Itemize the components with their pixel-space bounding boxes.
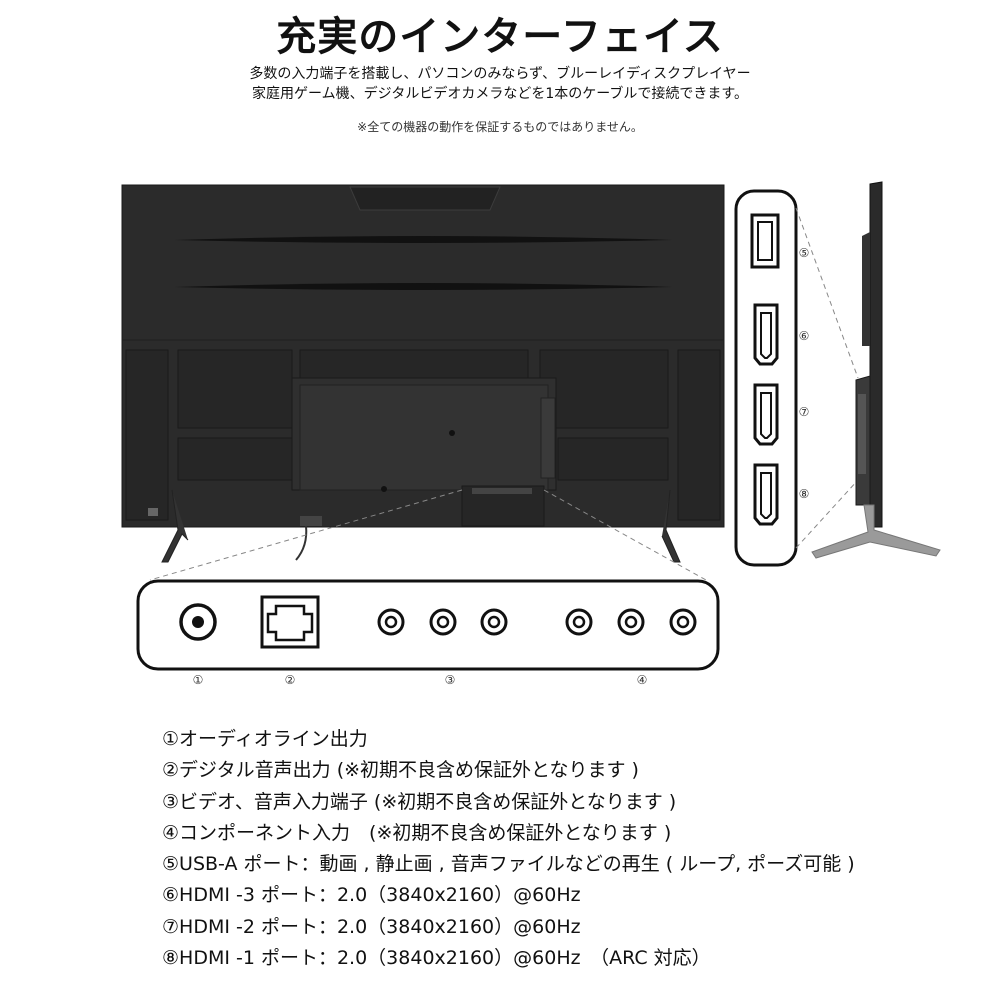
usb-a-port <box>750 213 780 269</box>
disclaimer-note: ※全ての機器の動作を保証するものではありません。 <box>357 120 643 134</box>
legend-item-hdmi-3: ⑥HDMI -3 ポート：2.0（3840x2160）@60Hz <box>162 884 581 907</box>
port-label-1: ① <box>193 673 204 687</box>
legend-item-av-input: ③ビデオ、音声入力端子 (※初期不良含め保証外となります ) <box>162 790 677 813</box>
hdmi-1-port <box>753 463 779 526</box>
port-label-5: ⑤ <box>799 246 810 260</box>
page-title: 充実のインターフェイス <box>276 14 724 60</box>
optical-digital-port <box>260 595 320 649</box>
bottom-port-panel <box>136 579 720 671</box>
side-port-panel <box>734 189 798 567</box>
port-label-4: ④ <box>637 673 648 687</box>
port-legend: ①オーディオライン出力 ②デジタル音声出力 (※初期不良含め保証外となります )… <box>162 724 855 974</box>
legend-item-usb: ⑤USB-A ポート：動画 , 静止画 , 音声ファイルなどの再生 ( ループ,… <box>162 853 855 876</box>
description-line-1: 多数の入力端子を搭載し、パソコンのみならず、ブルーレイディスクプレイヤー <box>249 66 751 82</box>
audio-line-out-port <box>179 603 217 641</box>
hdmi-3-port <box>753 303 779 366</box>
legend-item-audio-out: ①オーディオライン出力 <box>162 728 368 750</box>
port-label-7: ⑦ <box>799 405 810 419</box>
port-label-6: ⑥ <box>799 329 810 343</box>
tv-rear-view <box>121 184 725 563</box>
port-label-3: ③ <box>445 673 456 687</box>
legend-item-digital-audio: ②デジタル音声出力 (※初期不良含め保証外となります ) <box>162 759 639 782</box>
av-input-ports <box>377 608 508 636</box>
legend-item-hdmi-1: ⑧HDMI -1 ポート：2.0（3840x2160）@60Hz （ARC 対応… <box>162 947 711 970</box>
description-line-2: 家庭用ゲーム機、デジタルビデオカメラなどを1本のケーブルで接続できます。 <box>252 86 748 102</box>
legend-item-component: ④コンポーネント入力 (※初期不良含め保証外となります ) <box>162 821 672 844</box>
port-label-8: ⑧ <box>799 487 810 501</box>
tv-side-view <box>811 181 941 559</box>
legend-item-hdmi-2: ⑦HDMI -2 ポート：2.0（3840x2160）@60Hz <box>162 915 581 938</box>
component-input-ports <box>565 608 697 636</box>
port-label-2: ② <box>285 673 296 687</box>
hdmi-2-port <box>753 383 779 446</box>
